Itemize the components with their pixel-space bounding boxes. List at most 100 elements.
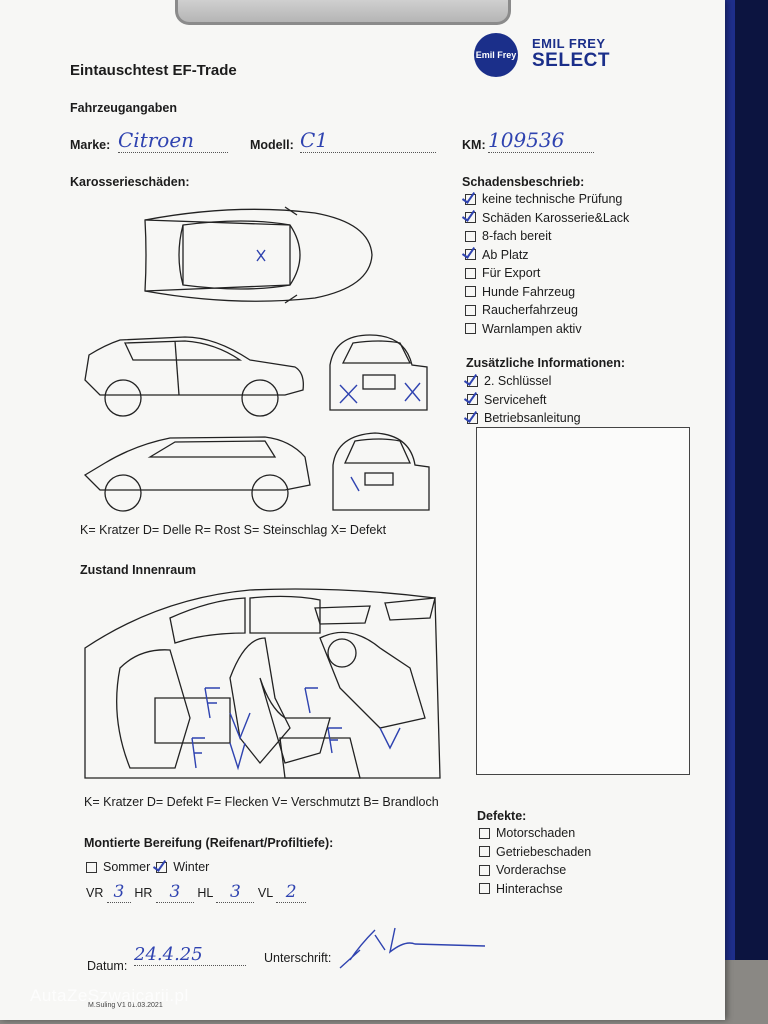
tire-type-row: Sommer Winter — [86, 858, 209, 877]
notes-box[interactable] — [476, 427, 690, 775]
check-manual[interactable]: Betriebsanleitung — [467, 409, 581, 428]
logo-line-1: EMIL FREY — [532, 36, 606, 51]
car-top-view-icon — [144, 206, 373, 304]
check-engine-damage[interactable]: Motorschaden — [479, 824, 591, 843]
emil-frey-logo-icon: Emil Frey — [474, 33, 518, 77]
additional-info-list: 2. Schlüssel Serviceheft Betriebsanleitu… — [467, 372, 581, 428]
checkbox[interactable] — [479, 846, 490, 858]
form-sheet: Eintauschtest EF-Trade Emil Frey EMIL FR… — [0, 0, 725, 1020]
summer-label: Sommer — [103, 860, 151, 875]
checkbox[interactable] — [467, 394, 478, 406]
winter-label: Winter — [173, 860, 210, 875]
defects-section-title: Defekte: — [477, 809, 527, 823]
body-damage-section-title: Karosserieschäden: — [70, 175, 190, 189]
check-no-technical-inspection[interactable]: keine technische Prüfung — [465, 190, 629, 209]
checkbox[interactable] — [465, 286, 476, 298]
checkbox-label: 8-fach bereit — [482, 229, 552, 244]
vehicle-section-title: Fahrzeugangaben — [70, 101, 177, 115]
damage-description-list: keine technische Prüfung Schäden Karosse… — [465, 190, 629, 338]
checkbox-label: Für Export — [482, 266, 541, 281]
checkbox[interactable] — [479, 883, 490, 895]
checkbox-label: keine technische Prüfung — [482, 192, 623, 207]
interior-section-title: Zustand Innenraum — [80, 563, 196, 577]
damage-description-section-title: Schadensbeschrieb: — [462, 175, 585, 189]
checkbox-label: Vorderachse — [496, 863, 567, 878]
summer-checkbox[interactable] — [86, 861, 97, 873]
checkbox[interactable] — [479, 864, 490, 876]
additional-info-section-title: Zusätzliche Informationen: — [466, 356, 626, 370]
interior-diagram[interactable] — [80, 578, 450, 793]
check-raucherfahrzeug[interactable]: Raucherfahrzeug — [465, 301, 629, 320]
signature-icon[interactable] — [335, 920, 495, 975]
car-side-view-right-icon — [83, 436, 311, 512]
checkbox[interactable] — [467, 375, 478, 387]
vr-field[interactable]: 3 — [106, 882, 131, 903]
winter-checkbox[interactable] — [156, 861, 168, 873]
checkbox[interactable] — [465, 193, 476, 205]
tires-section-title: Montierte Bereifung (Reifenart/Profiltie… — [84, 836, 334, 850]
brand-label: Marke: — [70, 138, 111, 152]
checkbox[interactable] — [465, 249, 476, 261]
form-title: Eintauschtest EF-Trade — [70, 62, 237, 79]
form-version: M.Suling V1 01.03.2021 — [88, 1002, 163, 1009]
checkbox-label: Betriebsanleitung — [484, 411, 581, 426]
date-label: Datum: — [87, 959, 128, 973]
check-fuer-export[interactable]: Für Export — [465, 264, 629, 283]
km-field[interactable]: 109536 — [488, 128, 594, 153]
brand-field[interactable]: Citroen — [118, 128, 228, 153]
vl-field[interactable]: 2 — [276, 882, 307, 903]
checkbox-label: Serviceheft — [484, 392, 547, 407]
check-second-key[interactable]: 2. Schlüssel — [467, 372, 581, 391]
car-side-view-left-icon — [84, 336, 304, 417]
check-8-fach-bereit[interactable]: 8-fach bereit — [465, 227, 629, 246]
checkbox-label: Warnlampen aktiv — [482, 321, 582, 336]
checkbox[interactable] — [465, 230, 476, 242]
checkbox[interactable] — [465, 267, 476, 279]
defects-list: Motorschaden Getriebeschaden Vorderachse… — [479, 824, 591, 898]
hl-label: HL — [197, 886, 213, 900]
check-body-paint-damage[interactable]: Schäden Karosserie&Lack — [465, 209, 629, 228]
checkbox[interactable] — [467, 412, 478, 424]
checkbox[interactable] — [465, 212, 476, 224]
car-diagram[interactable] — [75, 195, 440, 520]
car-rear-view-icon — [332, 432, 430, 511]
car-interior-icon — [84, 588, 441, 779]
check-ab-platz[interactable]: Ab Platz — [465, 246, 629, 265]
tread-depth-row: VR 3 HR 3 HL 3 VL 2 — [86, 882, 307, 903]
interior-legend: K= Kratzer D= Defekt F= Flecken V= Versc… — [84, 795, 439, 809]
watermark-text: AutaZeSzwajcarii.pl — [30, 986, 189, 1005]
checkbox-label: Raucherfahrzeug — [482, 303, 578, 318]
check-gearbox-damage[interactable]: Getriebeschaden — [479, 843, 591, 862]
brand-logo-text: EMIL FREY SELECT — [532, 36, 610, 70]
check-rear-axle[interactable]: Hinterachse — [479, 880, 591, 899]
checkbox-label: Schäden Karosserie&Lack — [482, 210, 630, 225]
background-dark — [735, 0, 768, 1024]
checkbox-label: Motorschaden — [496, 826, 576, 841]
checkbox-label: 2. Schlüssel — [484, 374, 552, 389]
checkbox[interactable] — [479, 827, 490, 839]
signature-label: Unterschrift: — [264, 951, 332, 965]
hl-field[interactable]: 3 — [216, 882, 255, 903]
hr-field[interactable]: 3 — [155, 882, 194, 903]
checkbox-label: Hunde Fahrzeug — [482, 284, 576, 299]
check-service-book[interactable]: Serviceheft — [467, 391, 581, 410]
km-label: KM: — [462, 138, 486, 152]
clipboard-clip — [175, 0, 511, 25]
model-label: Modell: — [250, 138, 294, 152]
checkbox-label: Hinterachse — [496, 881, 563, 896]
logo-line-2: SELECT — [532, 50, 610, 71]
check-front-axle[interactable]: Vorderachse — [479, 861, 591, 880]
hr-label: HR — [134, 886, 153, 900]
vr-label: VR — [86, 886, 104, 900]
checkbox-label: Ab Platz — [482, 247, 529, 262]
check-hunde-fahrzeug[interactable]: Hunde Fahrzeug — [465, 283, 629, 302]
check-warnlampen-aktiv[interactable]: Warnlampen aktiv — [465, 320, 629, 339]
checkbox-label: Getriebeschaden — [496, 844, 592, 859]
vl-label: VL — [257, 886, 273, 900]
model-field[interactable]: C1 — [300, 128, 436, 153]
body-damage-legend: K= Kratzer D= Delle R= Rost S= Steinschl… — [80, 523, 387, 537]
car-front-view-icon — [329, 334, 428, 411]
date-field[interactable]: 24.4.25 — [134, 944, 246, 966]
checkbox[interactable] — [465, 304, 476, 316]
checkbox[interactable] — [465, 323, 476, 335]
